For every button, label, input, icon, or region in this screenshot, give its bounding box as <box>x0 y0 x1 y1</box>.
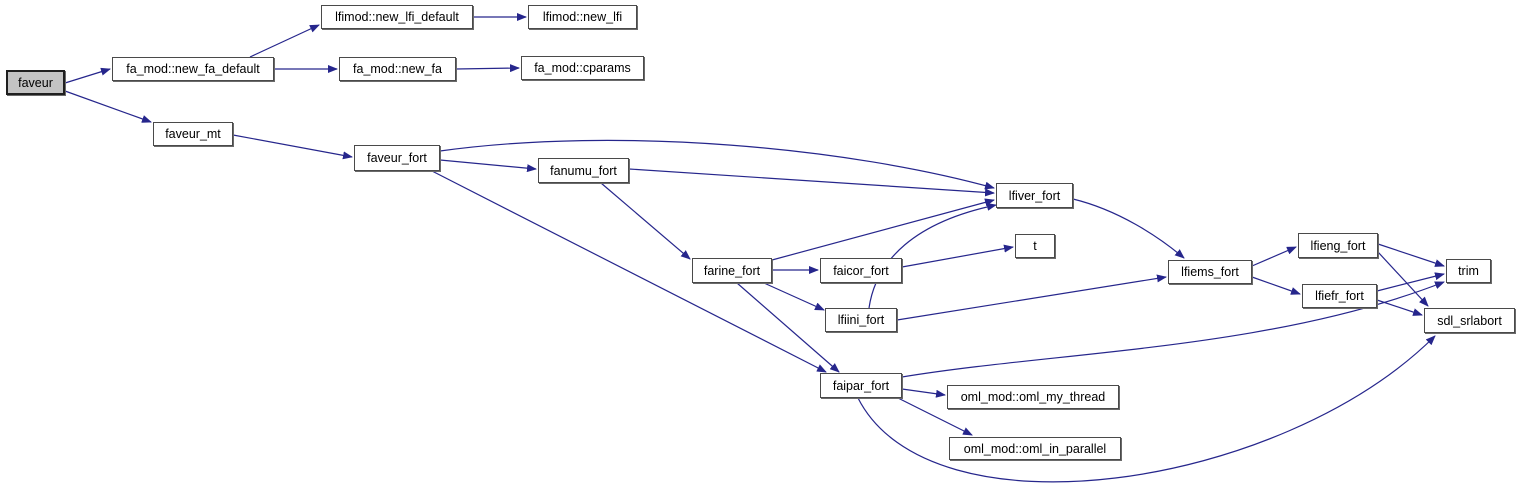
graph-node-farine_fort[interactable]: farine_fort <box>692 258 772 283</box>
edge-fanumu_fort-to-lfiver_fort <box>628 168 995 197</box>
graph-node-t[interactable]: t <box>1015 234 1055 258</box>
edge-faipar_fort-to-oml_my_thread <box>901 388 946 398</box>
graph-node-lfiefr_fort[interactable]: lfiefr_fort <box>1302 284 1377 308</box>
graph-node-lfieng_fort[interactable]: lfieng_fort <box>1298 233 1378 258</box>
graph-node-lfiems_fort[interactable]: lfiems_fort <box>1168 260 1252 284</box>
graph-node-label: fa_mod::new_fa <box>353 62 442 76</box>
edge-faipar_fort-to-sdl_srlabort <box>857 335 1436 483</box>
graph-node-cparams[interactable]: fa_mod::cparams <box>521 56 644 80</box>
graph-node-label: faipar_fort <box>832 378 890 393</box>
graph-node-oml_my_thread[interactable]: oml_mod::oml_my_thread <box>947 385 1119 409</box>
graph-node-faicor_fort[interactable]: faicor_fort <box>820 258 902 283</box>
edge-lfiefr_fort-to-sdl_srlabort <box>1376 299 1423 316</box>
graph-node-label: lfimod::new_lfi_default <box>335 10 459 24</box>
graph-node-label: lfieng_fort <box>1310 238 1366 253</box>
edge-farine_fort-to-lfiver_fort <box>771 198 995 261</box>
graph-node-faveur_mt[interactable]: faveur_mt <box>153 122 233 146</box>
graph-node-label: t <box>1033 239 1037 253</box>
graph-node-oml_in_parallel[interactable]: oml_mod::oml_in_parallel <box>949 437 1121 460</box>
graph-node-label: oml_mod::oml_in_parallel <box>963 441 1107 456</box>
edge-lfiefr_fort-to-trim <box>1376 272 1445 292</box>
graph-node-label: fa_mod::new_fa_default <box>126 62 260 76</box>
edge-faveur_fort-to-faipar_fort <box>431 170 827 373</box>
graph-node-label: faicor_fort <box>833 263 889 278</box>
edge-lfiems_fort-to-lfieng_fort <box>1251 246 1297 267</box>
graph-node-label: lfiefr_fort <box>1315 289 1364 303</box>
graph-node-sdl_srlabort[interactable]: sdl_srlabort <box>1424 308 1515 333</box>
edge-farine_fort-to-lfiini_fort <box>763 282 825 311</box>
edge-faveur-to-faveur_mt <box>64 90 152 123</box>
edge-faveur_mt-to-faveur_fort <box>232 134 353 160</box>
edge-fanumu_fort-to-farine_fort <box>600 182 691 260</box>
graph-node-label: oml_mod::oml_my_thread <box>960 390 1106 404</box>
edge-farine_fort-to-faipar_fort <box>736 282 840 373</box>
graph-node-label: sdl_srlabort <box>1437 313 1502 328</box>
graph-node-label: fa_mod::cparams <box>534 61 631 75</box>
graph-node-lfiini_fort[interactable]: lfiini_fort <box>825 308 897 332</box>
graph-node-label: lfiini_fort <box>837 313 885 327</box>
edge-faveur_fort-to-fanumu_fort <box>439 159 537 173</box>
graph-node-label: lfimod::new_lfi <box>542 10 623 24</box>
graph-node-new_lfi[interactable]: lfimod::new_lfi <box>528 5 637 29</box>
edge-faveur_fort-to-lfiver_fort <box>439 139 995 190</box>
graph-node-label: faveur_fort <box>367 151 427 165</box>
graph-node-trim[interactable]: trim <box>1446 259 1491 283</box>
edge-faicor_fort-to-t <box>901 244 1014 268</box>
edge-lfieng_fort-to-sdl_srlabort <box>1377 251 1429 307</box>
graph-node-faipar_fort[interactable]: faipar_fort <box>820 373 902 398</box>
edge-new_fa_default-to-new_lfi_default <box>249 24 320 58</box>
edge-lfiver_fort-to-lfiems_fort <box>1072 198 1185 259</box>
graph-node-label: fanumu_fort <box>550 163 617 178</box>
graph-node-label: farine_fort <box>703 263 761 278</box>
graph-node-lfiver_fort[interactable]: lfiver_fort <box>996 183 1073 208</box>
graph-node-label: faveur <box>18 75 53 90</box>
graph-node-faveur_fort[interactable]: faveur_fort <box>354 145 440 171</box>
graph-node-faveur: faveur <box>6 70 65 95</box>
graph-node-label: trim <box>1458 264 1479 278</box>
graph-node-new_fa[interactable]: fa_mod::new_fa <box>339 57 456 81</box>
graph-node-label: faveur_mt <box>165 127 221 141</box>
edge-faveur-to-new_fa_default <box>64 67 111 84</box>
edge-new_fa-to-cparams <box>455 64 520 73</box>
graph-node-new_lfi_default[interactable]: lfimod::new_lfi_default <box>321 5 473 29</box>
graph-node-label: lfiver_fort <box>1008 188 1061 203</box>
edge-faipar_fort-to-oml_in_parallel <box>897 397 973 436</box>
edge-lfiems_fort-to-lfiefr_fort <box>1251 276 1301 295</box>
graph-node-new_fa_default[interactable]: fa_mod::new_fa_default <box>112 57 274 81</box>
edge-lfieng_fort-to-trim <box>1377 243 1445 267</box>
graph-node-fanumu_fort[interactable]: fanumu_fort <box>538 158 629 183</box>
graph-node-label: lfiems_fort <box>1181 265 1239 279</box>
edge-lfiini_fort-to-lfiems_fort <box>896 274 1167 321</box>
edge-lfiini_fort-to-lfiver_fort <box>868 202 997 309</box>
